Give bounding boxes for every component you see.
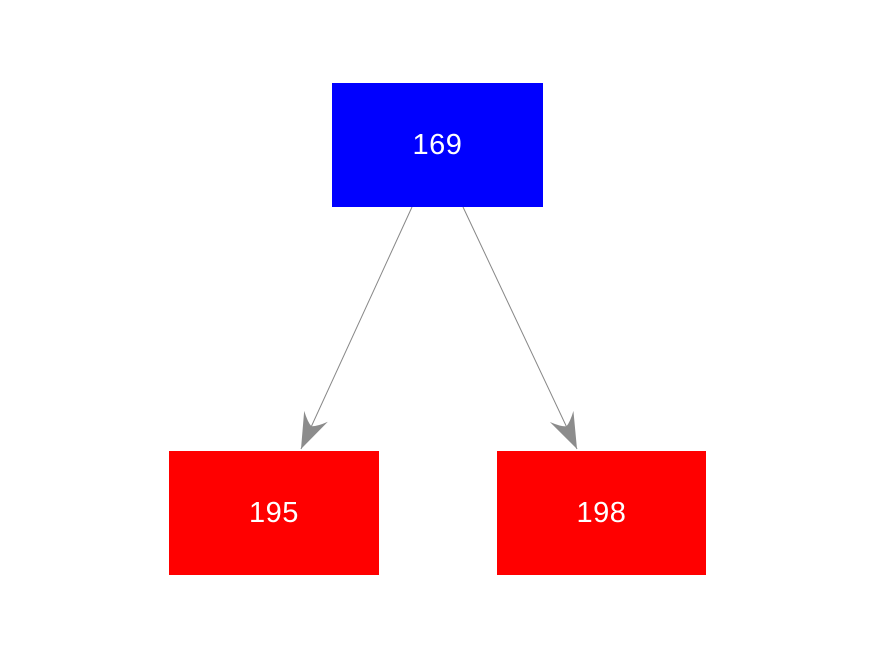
node-root-label: 169 — [412, 128, 463, 161]
node-child-right-label: 198 — [576, 496, 627, 529]
node-child-left[interactable]: 195 — [169, 451, 379, 575]
node-child-right[interactable]: 198 — [497, 451, 706, 575]
node-child-left-label: 195 — [249, 496, 299, 529]
edge-root-to-right[interactable] — [462, 206, 578, 450]
edge-root-to-left[interactable] — [300, 206, 413, 450]
node-root[interactable]: 169 — [332, 83, 543, 207]
